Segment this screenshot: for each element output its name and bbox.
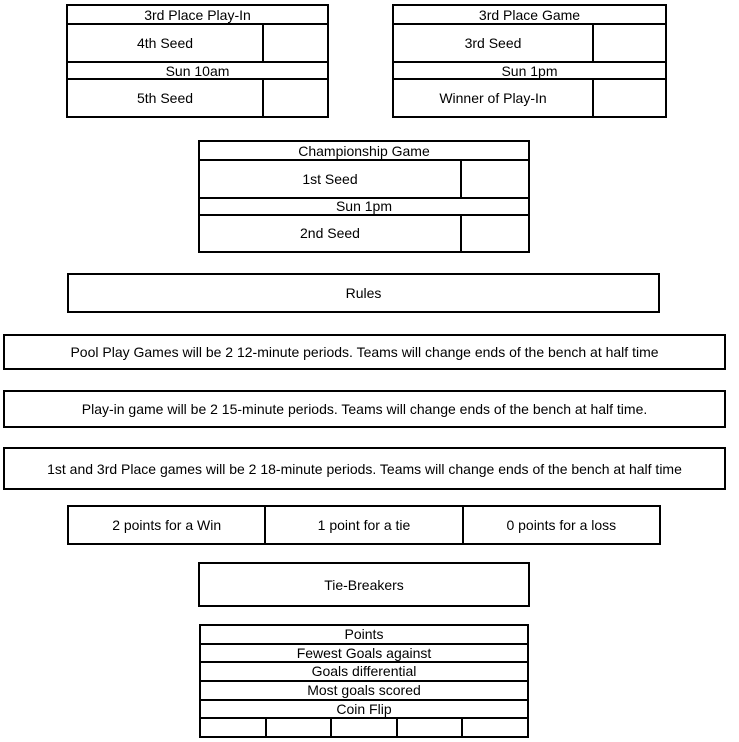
points-win-cell: 2 points for a Win <box>112 517 222 533</box>
score-cell <box>592 25 665 61</box>
team-name-cell: 1st Seed <box>302 170 358 187</box>
team-name-cell: 5th Seed <box>136 90 194 106</box>
bracket-row: Winner of Play-In <box>394 78 665 116</box>
score-cell <box>262 25 327 61</box>
bracket-row: 4th Seed <box>68 23 327 61</box>
score-cell <box>460 161 528 197</box>
bracket-title: 3rd Place Play-In <box>144 6 251 23</box>
tie-breaker-item-points: Points <box>344 625 384 642</box>
empty-cell <box>264 719 331 737</box>
rule-item-place-games: 1st and 3rd Place games will be 2 18-min… <box>3 447 726 490</box>
game-time-cell: Sun 1pm <box>394 61 665 79</box>
team-name-cell: 3rd Seed <box>464 35 522 51</box>
bracket-title: Championship Game <box>298 142 430 159</box>
tie-breaker-item-most-goals: Most goals scored <box>201 680 527 699</box>
game-time-cell: Sun 10am <box>68 61 327 79</box>
team-name-cell: 4th Seed <box>136 35 194 51</box>
bracket-row: 1st Seed <box>200 159 528 197</box>
tie-breakers-table: Points Fewest Goals against Goals differ… <box>199 624 529 738</box>
tie-breakers-section-title: Tie-Breakers <box>198 562 530 607</box>
team-name-cell: Winner of Play-In <box>439 90 547 106</box>
rule-item-play-in: Play-in game will be 2 15-minute periods… <box>3 390 726 428</box>
empty-cell <box>395 719 462 737</box>
tie-breakers-empty-row <box>201 717 527 737</box>
team-name-cell: 2nd Seed <box>300 225 360 242</box>
score-cell <box>592 80 665 116</box>
bracket-table-third-place: 3rd Place Game 3rd Seed Sun 1pm Winner o… <box>392 4 667 118</box>
tie-breaker-item-coin-flip: Coin Flip <box>201 698 527 718</box>
empty-cell <box>330 719 396 737</box>
rules-section-title: Rules <box>67 273 660 313</box>
rule-item-pool-play: Pool Play Games will be 2 12-minute peri… <box>3 334 726 370</box>
bracket-row: 5th Seed <box>68 78 327 116</box>
tie-breaker-item-fewest-goals: Fewest Goals against <box>201 642 527 662</box>
bracket-row: 2nd Seed <box>200 213 528 251</box>
bracket-table-championship: Championship Game 1st Seed Sun 1pm 2nd S… <box>198 140 530 253</box>
empty-cell <box>201 719 265 736</box>
bracket-row: 3rd Seed <box>394 23 665 61</box>
points-loss-cell: 0 points for a loss <box>461 507 659 543</box>
score-cell <box>460 215 528 251</box>
tie-breaker-item-goal-differential: Goals differential <box>201 661 527 680</box>
empty-cell <box>461 719 527 737</box>
bracket-table-play-in: 3rd Place Play-In 4th Seed Sun 10am 5th … <box>66 4 329 118</box>
bracket-title: 3rd Place Game <box>478 6 581 23</box>
points-table: 2 points for a Win 1 point for a tie 0 p… <box>67 505 661 545</box>
points-tie-cell: 1 point for a tie <box>264 507 461 543</box>
game-time-cell: Sun 1pm <box>200 196 528 214</box>
score-cell <box>262 80 327 116</box>
